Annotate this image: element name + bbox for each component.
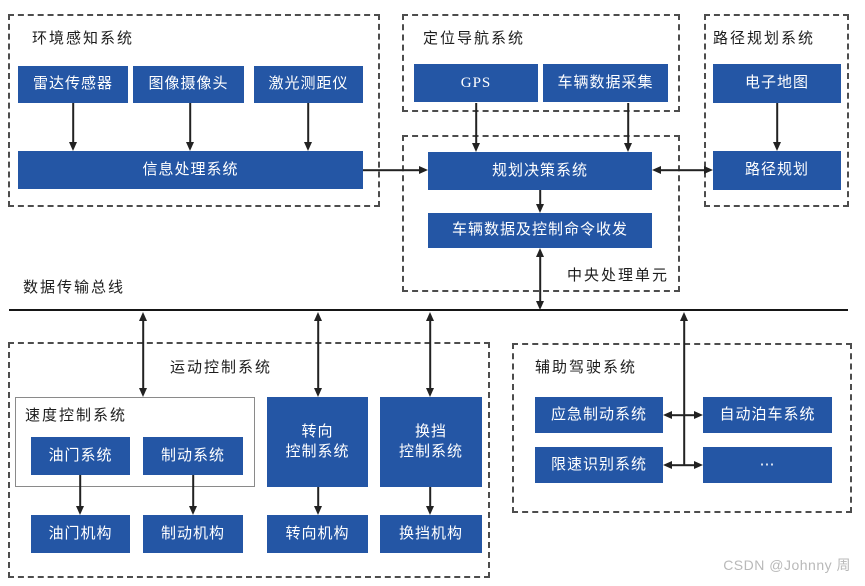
arrow-head-up-icon [314,312,322,321]
assist-driving-group-frame [512,343,852,513]
arrow-head-right-icon [704,166,713,174]
arrow-line [672,414,695,416]
env-perception-title: 环境感知系统 [32,31,135,47]
arrow-head-right-icon [694,411,703,419]
arrow-line [672,464,695,466]
arrow-head-left-icon [652,166,661,174]
arrow-head-up-icon [426,312,434,321]
motion-control-title: 运动控制系统 [170,360,273,376]
arrow-line [683,321,685,466]
arrow-head-down-icon [624,143,632,152]
arrow-line [317,487,319,507]
cpu-group-frame [402,135,680,292]
steering-mechanism-node: 转向机构 [267,515,368,553]
arrow-line [192,475,194,507]
csdn-watermark: CSDN @Johnny 周 [723,557,851,573]
arrow-line [72,103,74,143]
more-systems-node: ⋯ [703,447,832,483]
data-bus-label: 数据传输总线 [23,280,126,296]
arrow-head-down-icon [314,506,322,515]
gps-node: GPS [414,64,538,102]
steering-control-node: 转向 控制系统 [267,397,368,487]
arrow-line [776,103,778,143]
nav-positioning-title: 定位导航系统 [423,31,526,47]
nav-positioning-group-frame [402,14,680,112]
arrow-line [429,487,431,507]
arrow-head-up-icon [536,248,544,257]
path-plan-node: 路径规划 [713,151,841,190]
camera-node: 图像摄像头 [133,66,244,103]
vehicle-data-collect-node: 车辆数据采集 [543,64,668,102]
arrow-head-up-icon [680,312,688,321]
arrow-line [363,169,420,171]
decision-planning-node: 规划决策系统 [428,152,652,190]
arrow-line [317,321,319,389]
arrow-line [539,190,541,205]
assist-driving-title: 辅助驾驶系统 [535,360,638,376]
arrow-head-down-icon [536,301,544,310]
arrow-head-down-icon [186,142,194,151]
arrow-head-down-icon [426,388,434,397]
brake-system-node: 制动系统 [143,437,243,475]
arrow-head-right-icon [419,166,428,174]
arrow-head-down-icon [76,506,84,515]
arrow-line [429,321,431,389]
motion-control-group-frame [8,342,490,578]
arrow-line [307,103,309,143]
brake-mechanism-node: 制动机构 [143,515,243,553]
info-processing-node: 信息处理系统 [18,151,363,189]
command-transceiver-node: 车辆数据及控制命令收发 [428,213,652,248]
arrow-line [189,103,191,143]
env-perception-group-frame [8,14,380,207]
arrow-line [627,103,629,144]
electronic-map-node: 电子地图 [713,64,841,103]
speed-limit-recognition-node: 限速识别系统 [535,447,663,483]
arrow-line [142,321,144,389]
arrow-head-down-icon [773,142,781,151]
arrow-line [539,257,541,302]
arrow-head-down-icon [314,388,322,397]
speed-control-title: 速度控制系统 [25,408,128,424]
arrow-head-right-icon [694,461,703,469]
arrow-head-down-icon [139,388,147,397]
arrow-head-left-icon [663,461,672,469]
throttle-system-node: 油门系统 [31,437,130,475]
auto-parking-node: 自动泊车系统 [703,397,832,433]
laser-rangefinder-node: 激光测距仪 [254,66,363,103]
emergency-brake-node: 应急制动系统 [535,397,663,433]
arrow-head-down-icon [69,142,77,151]
arrow-head-down-icon [426,506,434,515]
arrow-head-up-icon [139,312,147,321]
radar-sensor-node: 雷达传感器 [18,66,128,103]
arrow-line [661,169,705,171]
cpu-label: 中央处理单元 [567,268,670,284]
arrow-head-down-icon [536,204,544,213]
path-planning-title: 路径规划系统 [713,31,816,47]
path-planning-group-frame [704,14,849,207]
arrow-head-left-icon [663,411,672,419]
arrow-line [79,475,81,507]
throttle-mechanism-node: 油门机构 [31,515,130,553]
arrow-line [475,103,477,144]
arrow-head-down-icon [189,506,197,515]
gearshift-mechanism-node: 换挡机构 [380,515,482,553]
data-bus-line [9,309,848,312]
gearshift-control-node: 换挡 控制系统 [380,397,482,487]
arrow-head-down-icon [304,142,312,151]
arrow-head-down-icon [472,143,480,152]
